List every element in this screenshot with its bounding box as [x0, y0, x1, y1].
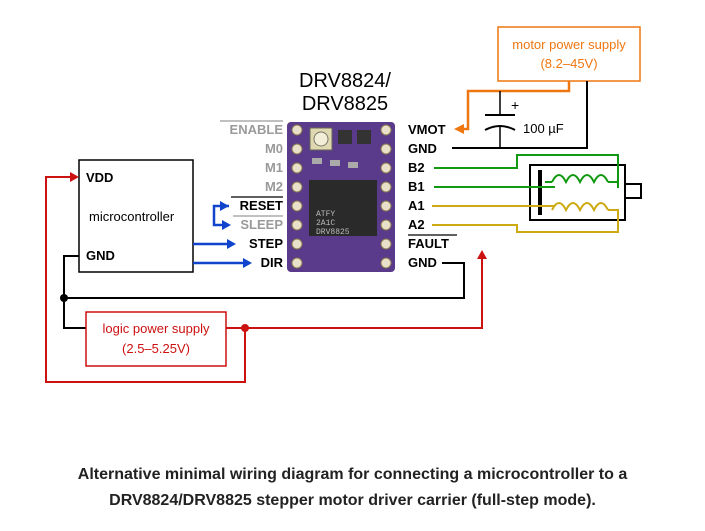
- ic-silk-2: 2A1C: [316, 219, 335, 228]
- step-arrow-icon: [227, 239, 236, 249]
- component-smd: [348, 162, 358, 168]
- vmot-arrow-icon: [454, 124, 464, 134]
- dir-arrow-icon: [243, 258, 252, 268]
- pin-a1: A1: [408, 198, 425, 213]
- logic-vdd-wire: [226, 258, 483, 329]
- pin-m0: M0: [265, 141, 283, 156]
- ic-silk-3: DRV8825: [316, 228, 350, 237]
- gnd-junction: [60, 294, 68, 302]
- pin-b2: B2: [408, 160, 425, 175]
- vdd-arrow-icon: [70, 172, 79, 182]
- component-chip: [338, 130, 352, 144]
- component-smd: [330, 160, 340, 166]
- chip-title-line1: DRV8824/: [299, 70, 391, 92]
- motor-supply-line1: motor power supply: [512, 37, 626, 52]
- pin-reset: RESET: [240, 198, 283, 213]
- motor-supply-line2: (8.2–45V): [540, 56, 597, 71]
- chip-title-line2: DRV8825: [302, 93, 388, 115]
- reset-arrow-icon: [220, 201, 229, 211]
- figure-caption: Alternative minimal wiring diagram for c…: [0, 462, 705, 514]
- coil-a-icon: [551, 202, 609, 213]
- a2-wire: [432, 209, 619, 233]
- logic-supply-line2: (2.5–5.25V): [122, 341, 190, 356]
- caption-line1: Alternative minimal wiring diagram for c…: [77, 466, 628, 483]
- board-pin-holes: [291, 124, 392, 269]
- pin-a2: A2: [408, 217, 425, 232]
- pin-gnd-motor: GND: [408, 141, 437, 156]
- capacitor-value: 100 µF: [523, 121, 564, 136]
- logic-power-supply-box: [85, 311, 227, 367]
- microcontroller-vdd-label: VDD: [86, 170, 113, 185]
- potentiometer-knob-icon: [313, 131, 329, 147]
- pin-fault: FAULT: [408, 236, 449, 251]
- pin-sleep: SLEEP: [240, 217, 283, 232]
- component-chip: [357, 130, 371, 144]
- motor-power-supply-box: [497, 26, 641, 82]
- stepper-motor-shaft: [624, 183, 642, 199]
- mcu-vdd-wire: [45, 176, 246, 383]
- logic-supply-line1: logic power supply: [103, 321, 210, 336]
- mcu-gnd-wire: [63, 255, 86, 329]
- capacitor-polarity: +: [511, 97, 519, 113]
- stepper-motor-flange: [538, 170, 542, 215]
- b2-wire: [434, 154, 619, 188]
- vmot-wire: [462, 81, 571, 131]
- pin-enable: ENABLE: [230, 122, 284, 137]
- microcontroller-label: microcontroller: [89, 209, 175, 224]
- ic-silk-1: ATFY: [316, 210, 335, 219]
- fault-arrow-icon: [477, 250, 487, 259]
- pin-m2: M2: [265, 179, 283, 194]
- driver-ic: [309, 180, 377, 236]
- wiring-diagram: DRV8824/ DRV8825 VDD microcontroller GND…: [45, 26, 642, 383]
- caption-line2: DRV8824/DRV8825 stepper motor driver car…: [109, 492, 596, 509]
- motor-gnd-wire: [452, 81, 588, 149]
- sleep-arrow-icon: [222, 220, 231, 230]
- pin-vmot: VMOT: [408, 122, 446, 137]
- component-smd: [312, 158, 322, 164]
- pin-gnd-logic: GND: [408, 255, 437, 270]
- pin-b1: B1: [408, 179, 425, 194]
- pin-m1: M1: [265, 160, 283, 175]
- coil-b-icon: [551, 174, 609, 185]
- logic-gnd-wire: [64, 262, 465, 299]
- pin-step: STEP: [249, 236, 283, 251]
- microcontroller-box: [78, 159, 194, 273]
- pin-dir: DIR: [261, 255, 284, 270]
- microcontroller-gnd-label: GND: [86, 248, 115, 263]
- stepper-motor-body: [529, 164, 626, 221]
